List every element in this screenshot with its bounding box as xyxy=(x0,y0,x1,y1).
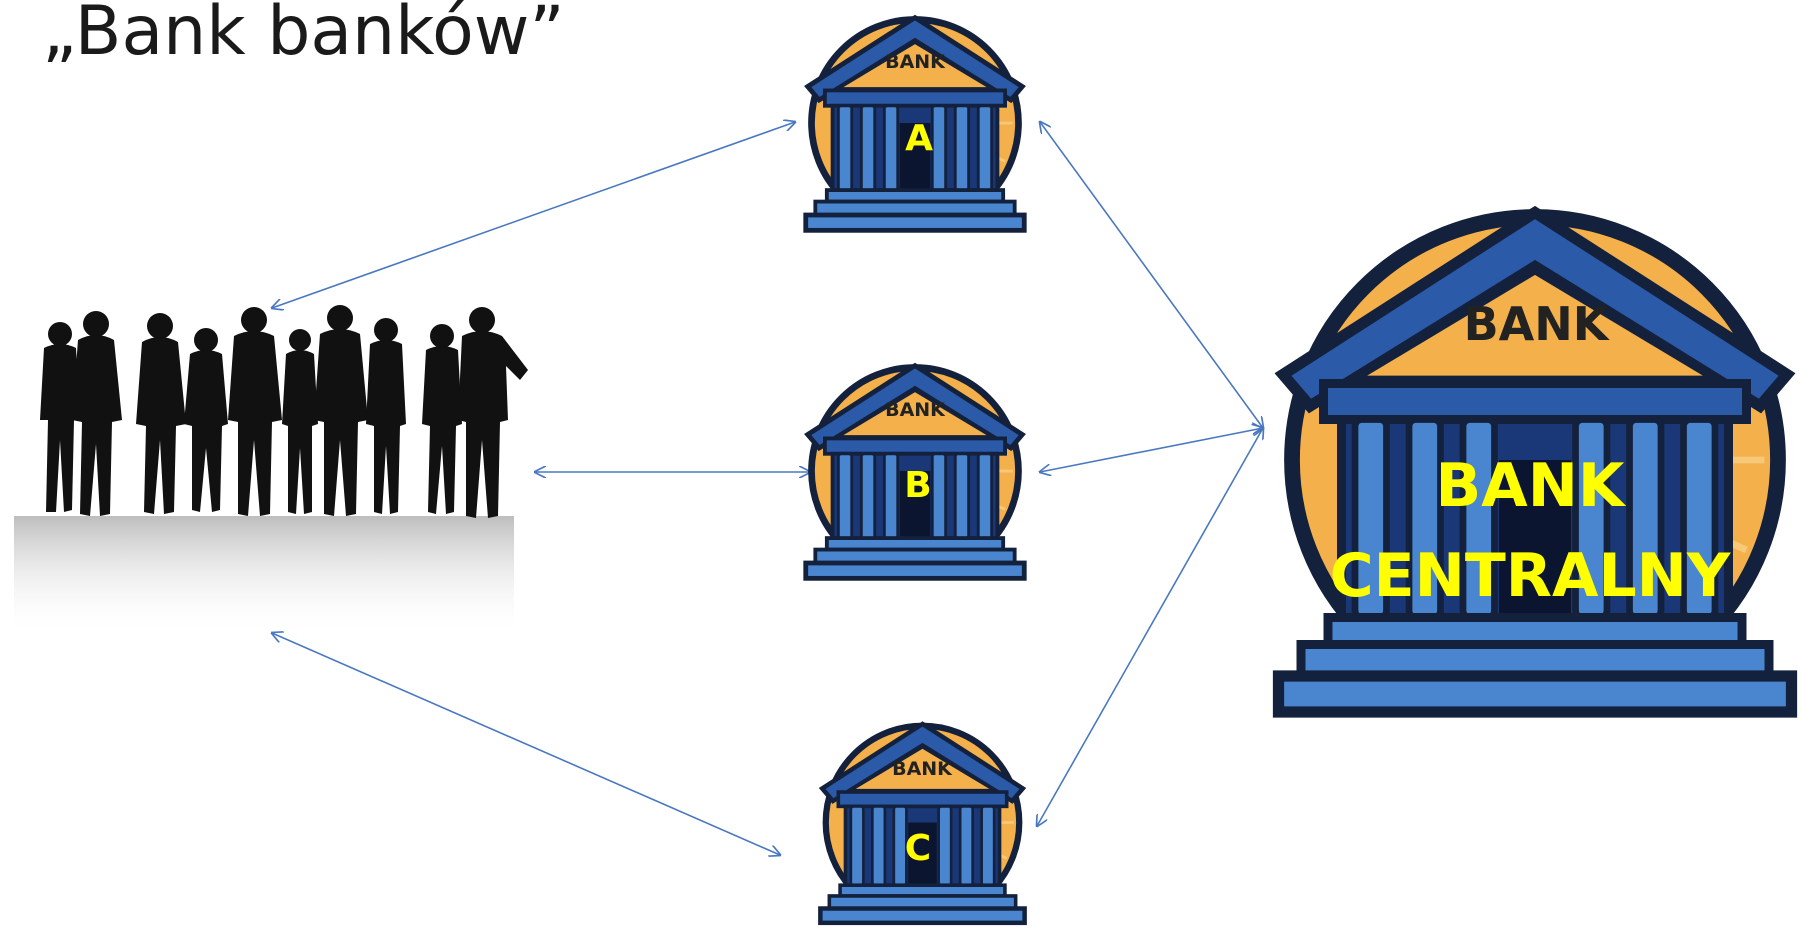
arrow-bank-b-central xyxy=(1040,428,1263,472)
bank-b-letter: B xyxy=(904,465,931,506)
bank-a-sign: BANK xyxy=(885,51,946,73)
people-silhouette-icon xyxy=(14,305,528,636)
central-bank-label-line1: BANK xyxy=(1436,451,1627,521)
bank-c: BANK C xyxy=(820,724,1024,923)
arrow-bank-c-central xyxy=(1037,428,1263,826)
connector-arrows xyxy=(272,122,1263,855)
central-bank-label-line2: CENTRALNY xyxy=(1330,541,1732,611)
bank-c-letter: C xyxy=(905,828,931,869)
slide-title: „Bank banków” xyxy=(42,0,565,71)
central-bank-sign: BANK xyxy=(1464,297,1611,351)
bank-c-sign: BANK xyxy=(892,758,953,780)
arrow-people-bank-a xyxy=(272,122,795,308)
bank-a: BANK A xyxy=(806,18,1025,231)
bank-b: BANK B xyxy=(806,366,1025,579)
central-bank: BANK BANK CENTRALNY xyxy=(1279,213,1792,713)
bank-a-letter: A xyxy=(905,118,933,159)
people-reflection xyxy=(14,516,514,636)
arrow-bank-a-central xyxy=(1040,122,1263,428)
bank-b-sign: BANK xyxy=(885,399,946,421)
bank-building-icon xyxy=(820,724,1024,923)
arrow-people-bank-c xyxy=(272,633,780,855)
